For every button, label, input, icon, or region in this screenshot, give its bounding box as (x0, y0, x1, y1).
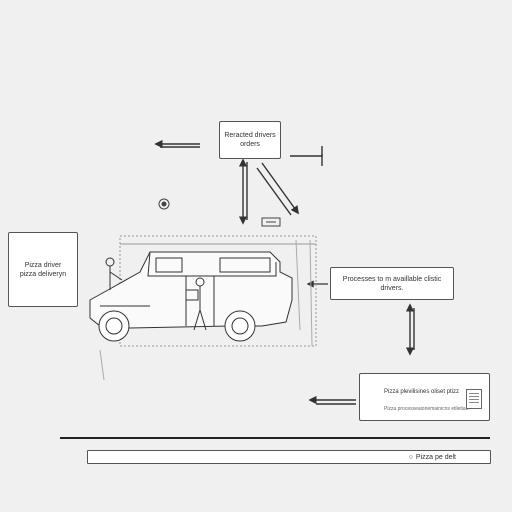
tag-icon (261, 217, 281, 227)
process-box: Processes to m availlable clistic driver… (330, 267, 454, 300)
arrow-bottom-left (308, 395, 356, 405)
search-bar[interactable]: ○ Pizza pe delt (87, 450, 491, 464)
driver-box: Pizza driver pizza deliveryn (8, 232, 78, 307)
process-box-text: Processes to m availlable clistic driver… (342, 275, 442, 292)
driver-box-line1: Pizza driver (24, 261, 62, 269)
document-icon (466, 389, 482, 409)
driver-box-line2: pizza deliveryn (19, 270, 67, 278)
status-box-line2: Pizza processeaionemainicns etiletiao (384, 406, 469, 412)
arrow-diagonal (256, 162, 299, 216)
delivery-van-illustration (89, 235, 317, 381)
divider (60, 437, 490, 439)
arrow-vertical-right (405, 303, 415, 356)
status-box-line1: Pizza plevilisines oliset ptizz (384, 389, 460, 395)
search-icon: ○ (408, 453, 413, 461)
pin-icon (158, 198, 170, 210)
search-bar-label: Pizza pe delt (415, 453, 456, 461)
arrow-top-left (154, 139, 200, 149)
orders-box-line1: Reracted drivers (224, 132, 276, 139)
orders-box-line2: orders (240, 141, 260, 148)
arrow-vertical-top (238, 158, 248, 225)
arrow-top-right (290, 146, 323, 166)
orders-box: Reracted drivers orders (219, 121, 281, 159)
